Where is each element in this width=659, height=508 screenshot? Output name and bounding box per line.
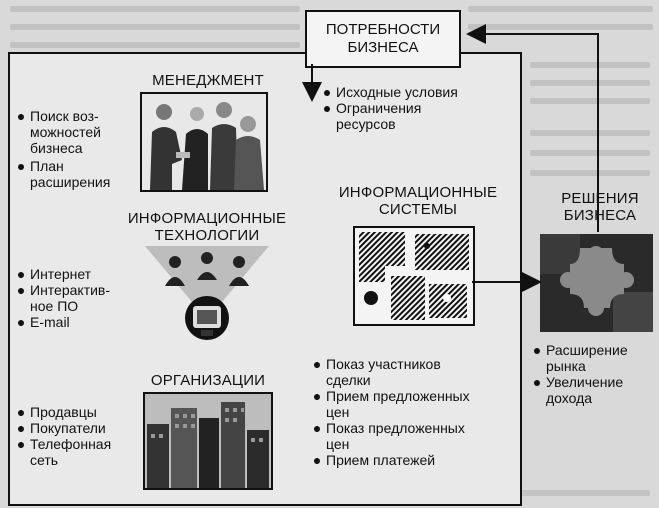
it-title: ИНФОРМАЦИОННЫЕ ТЕХНОЛОГИИ xyxy=(127,210,287,244)
decisions-puzzle xyxy=(540,234,653,332)
list-item: Продавцы xyxy=(16,404,136,420)
list-item: Покупатели xyxy=(16,420,136,436)
list-item: E-mail xyxy=(16,314,136,330)
business-needs-box: ПОТРЕБНОСТИ БИЗНЕСА xyxy=(305,10,461,68)
list-item: Интерактив- ное ПО xyxy=(16,282,136,314)
it-list: Интернет Интерактив- ное ПО E-mail xyxy=(16,266,136,330)
org-title: ОРГАНИЗАЦИИ xyxy=(150,372,266,389)
list-item: Прием предложенных цен xyxy=(312,388,512,420)
business-needs-list: Исходные условия Ограничения ресурсов xyxy=(322,84,522,132)
is-list: Показ участников сделки Прием предложенн… xyxy=(312,356,512,468)
list-item: Прием платежей xyxy=(312,452,512,468)
list-item: Исходные условия xyxy=(322,84,522,100)
org-photo xyxy=(143,392,273,490)
business-needs-title: ПОТРЕБНОСТИ БИЗНЕСА xyxy=(325,21,441,56)
is-title: ИНФОРМАЦИОННЫЕ СИСТЕМЫ xyxy=(338,184,498,218)
is-illustration xyxy=(353,226,475,326)
org-list: Продавцы Покупатели Телефонная сеть xyxy=(16,404,136,468)
management-photo xyxy=(140,92,268,192)
list-item: Показ участников сделки xyxy=(312,356,512,388)
list-item: Показ предложенных цен xyxy=(312,420,512,452)
list-item: Ограничения ресурсов xyxy=(322,100,522,132)
management-title: МЕНЕДЖМЕНТ xyxy=(152,72,264,89)
list-item: План расширения xyxy=(16,158,134,190)
list-item: Расширение рынка xyxy=(532,342,656,374)
list-item: Интернет xyxy=(16,266,136,282)
list-item: Телефонная сеть xyxy=(16,436,136,468)
decisions-list: Расширение рынка Увеличение дохода xyxy=(532,342,656,406)
it-illustration xyxy=(145,246,269,342)
list-item: Поиск воз- можностей бизнеса xyxy=(16,108,134,156)
management-list: Поиск воз- можностей бизнеса План расшир… xyxy=(16,108,134,190)
decisions-title: РЕШЕНИЯ БИЗНЕСА xyxy=(561,190,639,224)
list-item: Увеличение дохода xyxy=(532,374,656,406)
